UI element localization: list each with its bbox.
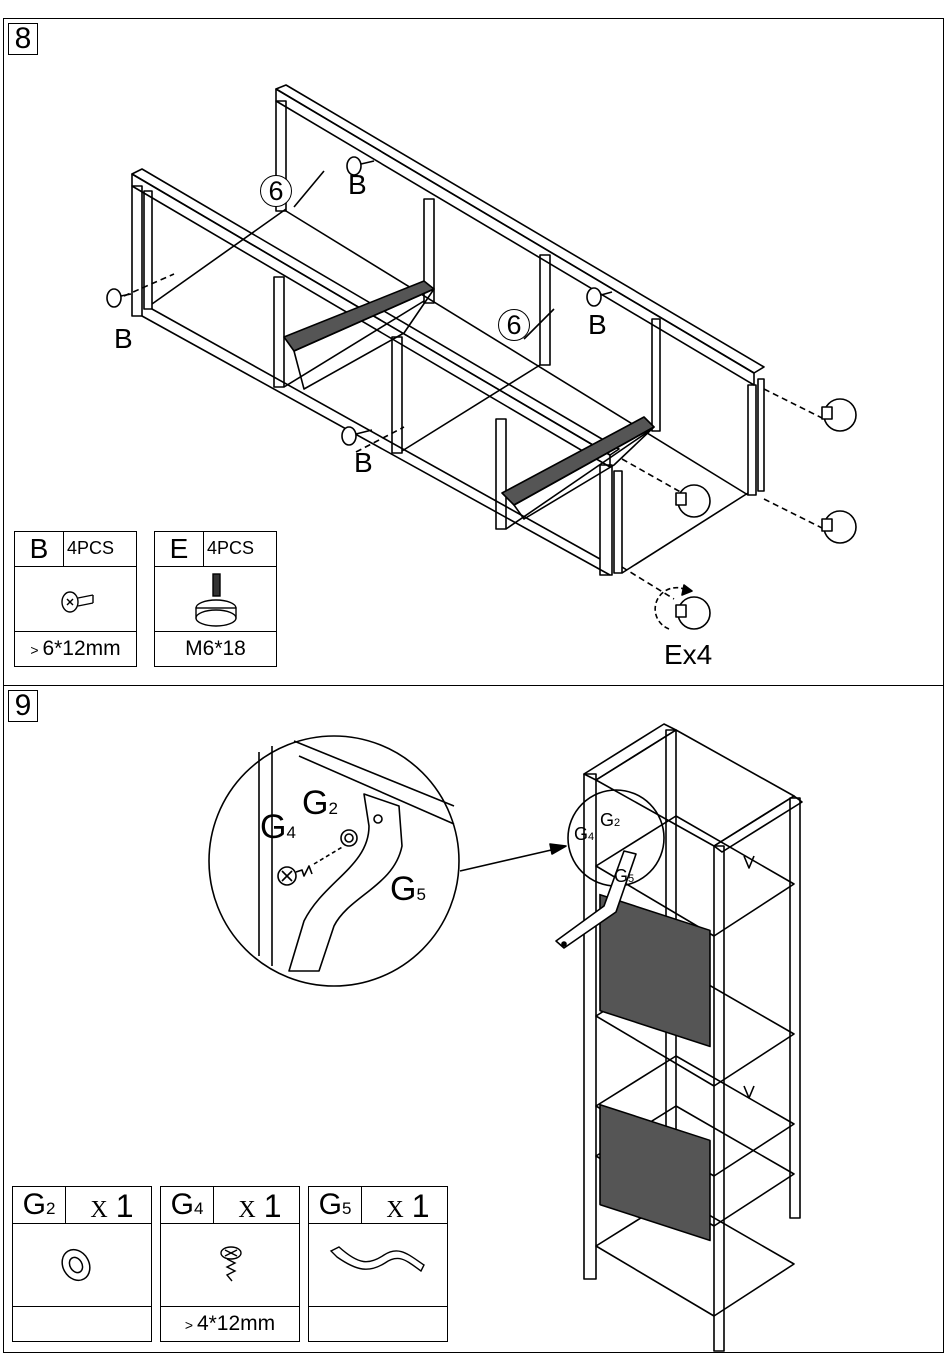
washer-icon: [61, 1248, 91, 1282]
part-size: 6*12mm: [42, 637, 121, 660]
parts-box-g2: G2 X 1: [12, 1186, 152, 1342]
bolt-callout: B: [588, 309, 607, 340]
step-9-panel: 9: [3, 685, 944, 1353]
part-size: 4*12mm: [196, 1312, 276, 1335]
screw-icon: [220, 1246, 242, 1282]
part-code: E: [155, 532, 204, 566]
g4-callout-small: G4: [574, 824, 595, 844]
g2-callout-small: G2: [600, 810, 621, 830]
part-size: [309, 1306, 447, 1341]
g4-callout: G4: [260, 808, 296, 846]
bolt-icon: [61, 591, 94, 613]
bolt-callout: B: [354, 447, 373, 478]
step-number: 9: [8, 690, 38, 722]
part-6-callout: 6: [260, 175, 292, 207]
detail-magnifier: [208, 735, 460, 987]
bolt-icon: [106, 156, 613, 446]
part-6-callout: 6: [498, 309, 530, 341]
g2-callout: G2: [302, 784, 338, 822]
part-size: M6*18: [155, 631, 276, 666]
parts-box-e: E 4PCS M6*18: [154, 531, 277, 667]
g5-callout: G5: [390, 870, 426, 908]
part-qty: 4PCS: [207, 538, 255, 558]
parts-box-g5: G5 X 1: [308, 1186, 448, 1342]
parts-box-g4: G4 X 1 > 4*12mm: [160, 1186, 300, 1342]
step-number: 8: [8, 23, 38, 55]
leveling-foot-icon: [195, 573, 237, 627]
g5-callout-small: G5: [614, 866, 635, 886]
parts-box-b: B 4PCS > 6*12mm: [14, 531, 137, 667]
anti-tip-illustration: [208, 723, 803, 1352]
bolt-callout: B: [348, 169, 367, 200]
part-qty: 4PCS: [67, 538, 115, 558]
foot-count-label: Ex4: [664, 639, 713, 670]
part-size: [13, 1306, 151, 1341]
shelf-frame-illustration: [106, 84, 857, 630]
anti-tip-strap-icon: [329, 1246, 425, 1273]
part-code: B: [15, 532, 64, 566]
bolt-callout: B: [114, 323, 133, 354]
step-8-panel: 8: [3, 18, 944, 686]
leveling-foot-icon: [675, 398, 857, 630]
